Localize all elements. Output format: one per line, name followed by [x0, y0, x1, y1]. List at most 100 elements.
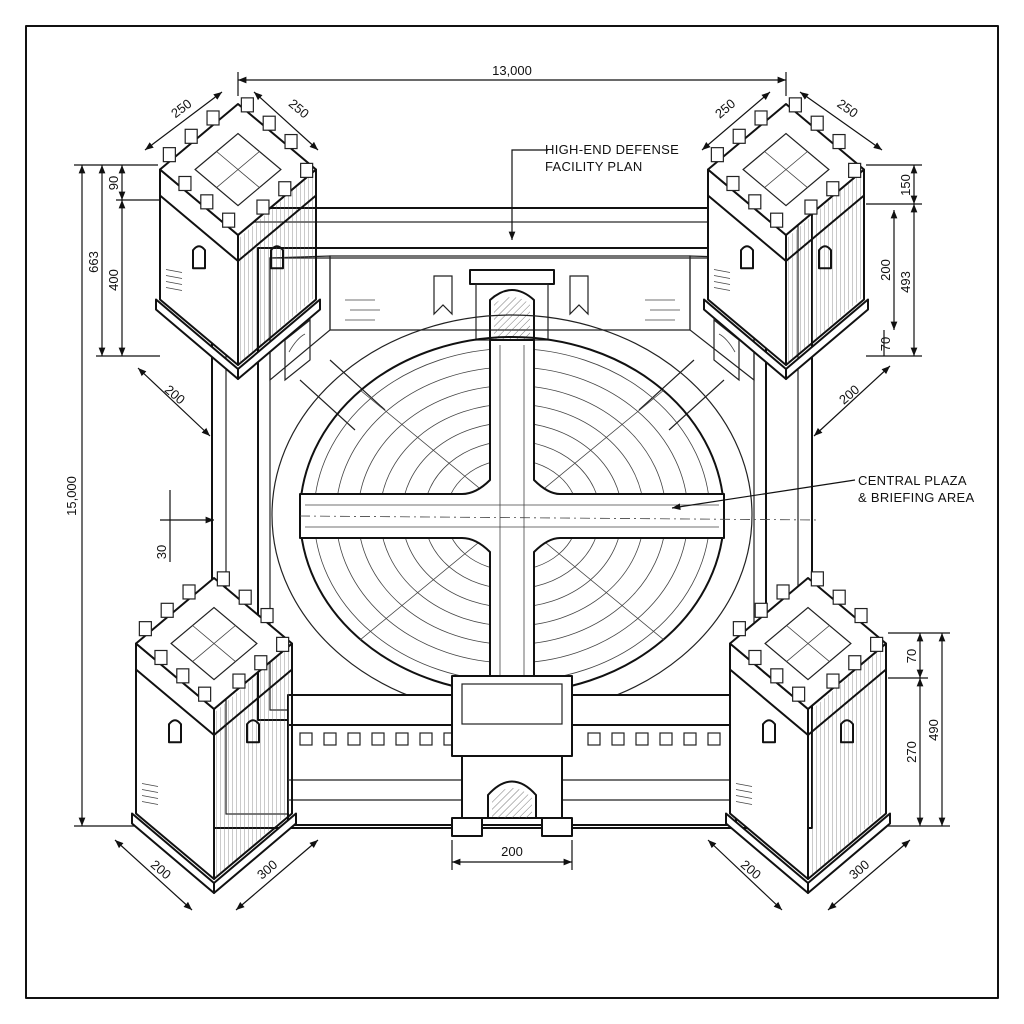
- tower-brick: [713, 269, 731, 273]
- tower-floor-grid: [786, 625, 830, 662]
- tower-brick: [141, 789, 159, 793]
- tower-merlon: [254, 655, 268, 671]
- tower-merlon: [854, 607, 868, 624]
- tower-merlon: [754, 602, 768, 618]
- south-gatehouse: [451, 675, 573, 837]
- wall-crenel: [611, 732, 625, 746]
- tower-brick: [713, 275, 731, 279]
- tower-brick: [165, 275, 183, 279]
- tower-brick: [735, 783, 753, 787]
- tower-merlon: [184, 128, 198, 144]
- tower-floor-grid: [764, 151, 808, 188]
- dim-tr-step: 70: [878, 337, 893, 351]
- tower-bottom-left: [131, 571, 297, 895]
- tower-merlon: [240, 97, 254, 113]
- tower-merlon: [256, 199, 270, 215]
- tower-brick: [165, 269, 183, 273]
- tower-merlon: [726, 175, 740, 192]
- tower-merlon: [748, 194, 762, 210]
- dim-tr-top-b: 250: [834, 96, 860, 121]
- tower-brick: [735, 795, 753, 799]
- tower-merlon: [826, 673, 840, 689]
- dimension-lines: [74, 72, 950, 911]
- dim-tr-merlon: 150: [898, 174, 913, 196]
- dim-tl-body: 400: [106, 269, 121, 291]
- tower-merlon: [748, 649, 762, 666]
- tower-window: [840, 719, 854, 744]
- tower-merlon: [776, 584, 790, 600]
- tower-merlon: [792, 686, 806, 702]
- tower-floor-grid: [192, 625, 236, 662]
- plaza-label-line2: & BRIEFING AREA: [858, 490, 975, 505]
- tower-brick: [713, 287, 731, 291]
- tower-merlon: [216, 571, 230, 587]
- tower-merlon: [178, 175, 192, 192]
- tower-window: [246, 719, 260, 744]
- tower-merlon: [176, 668, 190, 684]
- wall-crenel: [371, 732, 385, 746]
- wall-crenel: [395, 732, 409, 746]
- tower-merlon: [832, 133, 846, 150]
- dim-br-total: 490: [926, 719, 941, 741]
- tower-merlon: [232, 673, 246, 689]
- dim-br-base-b: 300: [846, 857, 872, 882]
- tower-brick: [735, 789, 753, 793]
- dim-overall-height: 15,000: [64, 476, 79, 516]
- inner-back-wall: [269, 255, 755, 431]
- tower-merlon: [848, 655, 862, 671]
- wall-crenel: [299, 732, 313, 746]
- tower-merlon: [754, 110, 768, 126]
- tower-floor-grid: [216, 151, 260, 188]
- tower-merlon: [262, 115, 276, 131]
- dim-br-merlon: 70: [904, 649, 919, 663]
- tower-merlon: [732, 128, 746, 144]
- tower-band: [729, 668, 887, 737]
- tower-merlon: [182, 584, 196, 600]
- tower-merlon: [200, 194, 214, 210]
- tower-merlon: [260, 607, 274, 624]
- dim-bl-base-a: 200: [148, 857, 174, 882]
- tower-merlon: [770, 212, 784, 228]
- tower-brick: [713, 281, 731, 285]
- tower-merlon: [276, 636, 290, 652]
- tower-merlon: [804, 199, 818, 215]
- tower-floor: [742, 132, 830, 207]
- wall-crenel: [587, 732, 601, 746]
- wall-crenel: [323, 732, 337, 746]
- tower-merlon: [810, 115, 824, 131]
- dim-tr-total: 493: [898, 271, 913, 293]
- tower-merlon: [198, 686, 212, 702]
- tower-merlon: [848, 162, 862, 178]
- tower-top-left: [155, 97, 321, 381]
- plaza-label-line1: CENTRAL PLAZA: [858, 473, 967, 488]
- facility-title-line2: FACILITY PLAN: [545, 159, 643, 174]
- dim-overall-width: 13,000: [492, 63, 532, 78]
- wall-crenel: [707, 732, 721, 746]
- tower-merlon: [810, 571, 824, 587]
- tower-floor: [764, 606, 852, 681]
- dim-gate-width: 200: [501, 844, 523, 859]
- tower-merlon: [788, 97, 802, 113]
- dim-tr-body: 200: [878, 259, 893, 281]
- tower-shading: [216, 645, 290, 878]
- wall-crenel: [635, 732, 649, 746]
- facility-title-line1: HIGH-END DEFENSE: [545, 142, 679, 157]
- tower-merlon: [710, 147, 724, 163]
- tower-merlon: [870, 636, 884, 652]
- tower-merlon: [832, 589, 846, 605]
- tower-brick: [141, 783, 159, 787]
- tower-window: [818, 245, 832, 270]
- dim-bl-base-b: 300: [254, 857, 280, 882]
- tower-window: [270, 245, 284, 270]
- tower-shading: [810, 645, 884, 878]
- tower-merlon: [154, 649, 168, 666]
- tower-merlon: [732, 621, 746, 637]
- tower-merlon: [238, 589, 252, 605]
- callout-leaders: [508, 149, 856, 511]
- tower-window: [168, 719, 182, 744]
- tower-window: [740, 245, 754, 270]
- wall-crenel: [659, 732, 673, 746]
- tower-band: [707, 194, 865, 263]
- tower-brick: [141, 801, 159, 805]
- tower-merlon: [826, 181, 840, 197]
